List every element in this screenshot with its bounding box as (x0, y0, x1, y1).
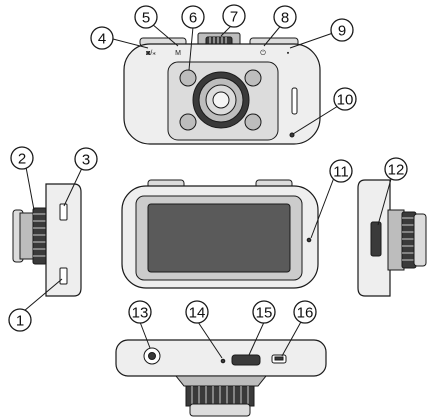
speaker-slot (291, 87, 298, 115)
leader-lines (23, 22, 394, 359)
callout-12-label: 12 (388, 162, 405, 179)
callout-1-label: 1 (16, 313, 24, 330)
callout-10-label: 10 (337, 92, 354, 109)
callout-4: 4 (90, 26, 114, 50)
front-view: ◙/⁎ M ⏻ ▪ (123, 32, 321, 145)
ir-led (179, 113, 197, 131)
callout-13-label: 13 (132, 305, 149, 322)
callout-11: 11 (329, 159, 353, 183)
callout-3-label: 3 (82, 152, 90, 169)
right-lens-front (413, 213, 427, 267)
mode-mark-label: M (175, 50, 181, 57)
callout-14-label: 14 (189, 305, 206, 322)
side-button-down (59, 267, 68, 285)
hdmi-port (231, 354, 261, 366)
power-mark-label: ⏻ (260, 49, 266, 57)
av-jack-inner (148, 352, 156, 360)
callout-6: 6 (181, 5, 205, 29)
left-side-body (45, 183, 82, 297)
callout-1: 1 (8, 308, 32, 332)
callout-2: 2 (10, 146, 34, 170)
bottom-lens-grip (185, 385, 255, 407)
bottom-lens-front (189, 403, 251, 417)
sd-card-slot (370, 221, 382, 257)
callout-10: 10 (333, 87, 357, 111)
ir-led (244, 69, 262, 87)
menu-mark-label: ▪ (287, 50, 290, 57)
callout-8: 8 (273, 5, 297, 29)
callout-3: 3 (74, 147, 98, 171)
callout-11-label: 11 (333, 164, 349, 181)
callout-2-label: 2 (18, 151, 26, 168)
callout-15: 15 (252, 300, 276, 324)
callout-16-label: 16 (297, 305, 314, 322)
left-lens-grip (32, 207, 48, 265)
callout-13: 13 (128, 300, 152, 324)
usb-port-inner (274, 356, 284, 361)
callout-7-label: 7 (230, 9, 238, 26)
right-side-view (357, 179, 427, 297)
callout-6-label: 6 (189, 10, 197, 27)
callout-14: 14 (185, 300, 209, 324)
callout-7: 7 (222, 4, 246, 28)
callout-16: 16 (293, 300, 317, 324)
lens-center (212, 91, 230, 109)
callout-9: 9 (330, 18, 354, 42)
callout-12: 12 (384, 157, 408, 181)
bottom-view (115, 339, 327, 417)
callout-4-label: 4 (98, 31, 106, 48)
callout-5: 5 (134, 5, 158, 29)
screen (147, 203, 291, 273)
callout-8-label: 8 (281, 10, 289, 27)
callout-5-label: 5 (142, 10, 150, 27)
ir-led (244, 113, 262, 131)
callout-15-label: 15 (256, 305, 273, 322)
cam-mark-label: ◙/⁎ (146, 50, 156, 57)
indicator-led (306, 237, 312, 243)
side-button-up (59, 203, 68, 221)
ir-led (179, 69, 197, 87)
left-side-view (12, 183, 82, 297)
bottom-lens-base (174, 375, 268, 387)
callout-9-label: 9 (338, 23, 346, 40)
microphone-hole (220, 358, 226, 364)
back-view (121, 179, 319, 289)
